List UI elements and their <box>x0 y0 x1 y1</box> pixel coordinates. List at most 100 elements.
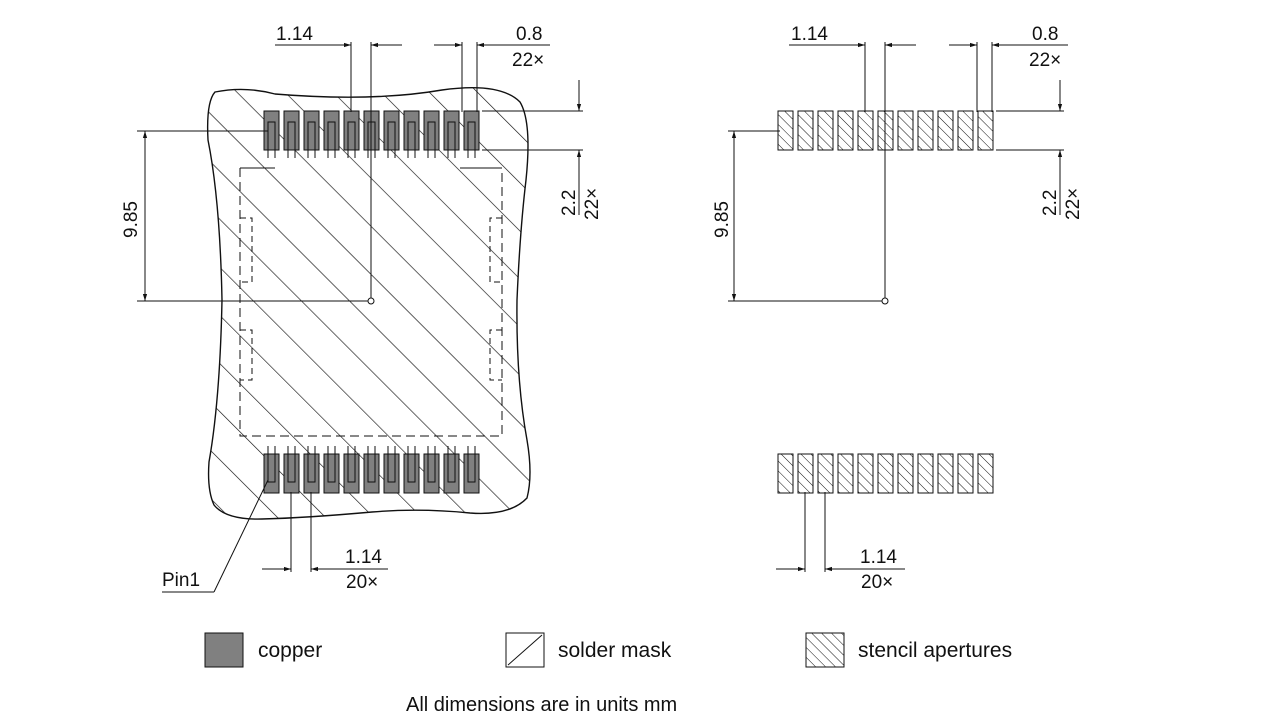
dim-vertical-offset-right <box>728 130 882 302</box>
stencil-aperture <box>897 453 914 494</box>
dim-pad-width-right <box>949 42 1068 112</box>
dim-pitch-top-right <box>789 42 916 298</box>
dim-pad-width <box>434 42 550 112</box>
pad-lead <box>267 446 276 483</box>
stencil-bottom-row <box>777 453 994 494</box>
stencil-aperture <box>817 453 834 494</box>
copper-pad <box>463 110 480 151</box>
stencil-aperture <box>937 110 954 151</box>
pad-lead <box>307 446 316 483</box>
copper-pad <box>343 110 360 151</box>
dim-vertical-offset <box>137 130 368 302</box>
dim-vertical-offset-right-label: 9.85 <box>712 201 733 238</box>
stencil-aperture <box>837 453 854 494</box>
pad-lead <box>327 446 336 483</box>
dim-pad-length-count: 22× <box>582 188 603 220</box>
pad-lead <box>367 446 376 483</box>
dim-pad-length-right <box>996 80 1064 215</box>
top-pad-row <box>263 110 480 158</box>
pad-lead <box>287 446 296 483</box>
copper-pad <box>383 110 400 151</box>
pad-lead <box>387 446 396 483</box>
copper-pad <box>323 110 340 151</box>
stencil-aperture <box>797 453 814 494</box>
dim-pitch-bottom-count: 20× <box>346 572 378 593</box>
stencil-aperture <box>857 453 874 494</box>
dim-pitch-bottom-right <box>776 492 905 572</box>
copper-pad <box>363 453 380 494</box>
component-outline <box>239 168 503 437</box>
legend-stencil-swatch <box>805 632 845 668</box>
pad-lead <box>347 446 356 483</box>
copper-pad <box>443 110 460 151</box>
pad-lead <box>307 121 316 158</box>
dim-pad-length-right-count: 22× <box>1063 188 1084 220</box>
copper-pad <box>323 453 340 494</box>
stencil-aperture <box>837 110 854 151</box>
copper-pad <box>283 110 300 151</box>
stencil-aperture <box>957 110 974 151</box>
bottom-pad-row <box>263 446 480 494</box>
dim-pitch-top <box>275 42 402 298</box>
pad-lead <box>267 121 276 158</box>
dim-pitch-top-label: 1.14 <box>276 24 313 45</box>
pad-lead <box>427 121 436 158</box>
pad-lead <box>467 121 476 158</box>
pad-lead <box>347 121 356 158</box>
pad-lead <box>447 446 456 483</box>
dim-pad-width-right-count: 22× <box>1029 50 1061 71</box>
center-mark-right <box>881 297 889 305</box>
stencil-aperture <box>957 453 974 494</box>
pad-lead <box>407 446 416 483</box>
stencil-aperture <box>877 453 894 494</box>
copper-pad <box>423 110 440 151</box>
right-view: 1.14 0.8 22× 9.85 2.2 22× <box>712 24 1084 593</box>
pad-lead <box>387 121 396 158</box>
legend-stencil-label: stencil apertures <box>858 639 1012 662</box>
stencil-aperture <box>917 110 934 151</box>
units-note: All dimensions are in units mm <box>406 694 677 716</box>
copper-pad <box>463 453 480 494</box>
left-view: 1.14 0.8 22× 9.85 2.2 22× <box>121 24 603 593</box>
dim-pitch-bottom-label: 1.14 <box>345 547 382 568</box>
dim-pad-width-label: 0.8 <box>516 24 542 45</box>
dim-pad-length-right-label: 2.2 <box>1040 190 1061 216</box>
copper-pad <box>283 453 300 494</box>
dim-pitch-bottom-right-count: 20× <box>861 572 893 593</box>
stencil-aperture <box>817 110 834 151</box>
pin1-label: Pin1 <box>162 570 200 591</box>
copper-pad <box>403 110 420 151</box>
stencil-aperture <box>857 110 874 151</box>
stencil-aperture <box>977 453 994 494</box>
copper-pad <box>423 453 440 494</box>
copper-pad <box>303 453 320 494</box>
pad-lead <box>287 121 296 158</box>
copper-pad <box>343 453 360 494</box>
copper-pad <box>303 110 320 151</box>
stencil-aperture <box>977 110 994 151</box>
legend-copper-label: copper <box>258 639 322 662</box>
dim-pad-length <box>482 80 583 215</box>
pad-lead <box>407 121 416 158</box>
stencil-aperture <box>797 110 814 151</box>
dim-pitch-bottom-right-label: 1.14 <box>860 547 897 568</box>
pad-lead <box>327 121 336 158</box>
pad-lead <box>467 446 476 483</box>
dim-pitch-top-right-label: 1.14 <box>791 24 828 45</box>
legend: copper solder mask stencil apertures <box>204 632 1012 668</box>
copper-pad <box>403 453 420 494</box>
dim-pad-length-label: 2.2 <box>559 190 580 216</box>
legend-copper-swatch <box>204 632 244 668</box>
copper-pad <box>443 453 460 494</box>
stencil-aperture <box>777 453 794 494</box>
legend-solder-mask-label: solder mask <box>558 639 672 662</box>
pad-lead <box>427 446 436 483</box>
dim-pad-width-count: 22× <box>512 50 544 71</box>
dim-pad-width-right-label: 0.8 <box>1032 24 1058 45</box>
stencil-aperture <box>777 110 794 151</box>
stencil-aperture <box>917 453 934 494</box>
stencil-aperture <box>897 110 914 151</box>
dim-vertical-offset-label: 9.85 <box>121 201 142 238</box>
copper-pad <box>383 453 400 494</box>
